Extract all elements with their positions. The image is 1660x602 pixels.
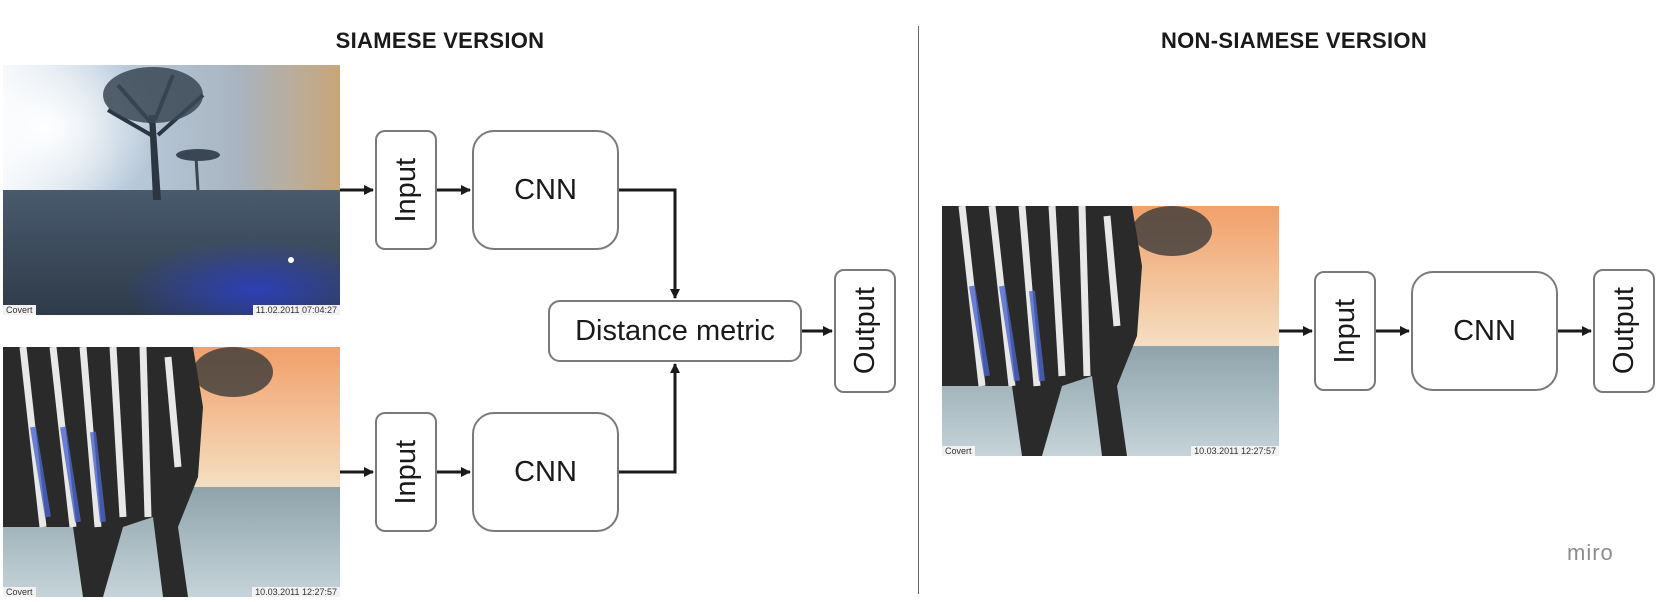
- distance-metric-box: Distance metric: [548, 300, 802, 362]
- siamese-top-cnn-box: CNN: [472, 130, 619, 250]
- siamese-bottom-input-box: Input: [375, 412, 437, 532]
- photo-caption-right: 10.03.2011 12:27:57: [252, 587, 340, 597]
- non-siamese-heading: NON-SIAMESE VERSION: [1160, 28, 1428, 53]
- camera-trap-photo-zebra: Covert 10.03.2011 12:27:57: [3, 347, 340, 597]
- camera-trap-photo-zebra-single: Covert 10.03.2011 12:27:57: [942, 206, 1279, 456]
- non-siamese-cnn-box: CNN: [1411, 271, 1558, 391]
- photo-caption-left: Covert: [942, 446, 975, 456]
- siamese-output-box: Output: [834, 269, 896, 393]
- section-divider: [918, 26, 919, 594]
- arrow-cnn-to-distance-bottom: [619, 363, 680, 474]
- photo-caption-right: 11.02.2011 07:04:27: [252, 305, 340, 315]
- miro-watermark: miro: [1567, 540, 1614, 565]
- cnn-label: CNN: [514, 455, 577, 488]
- non-siamese-input-box: Input: [1314, 271, 1376, 391]
- non-siamese-output-box: Output: [1593, 269, 1655, 393]
- photo-caption-left: Covert: [3, 587, 36, 597]
- cnn-label: CNN: [514, 173, 577, 206]
- distance-metric-label: Distance metric: [575, 314, 775, 347]
- photo-caption-left: Covert: [3, 305, 36, 315]
- camera-trap-photo-tree: Covert 11.02.2011 07:04:27: [3, 65, 340, 315]
- cnn-label: CNN: [1453, 314, 1516, 347]
- photo-caption-right: 10.03.2011 12:27:57: [1191, 446, 1279, 456]
- siamese-bottom-cnn-box: CNN: [472, 412, 619, 532]
- siamese-top-input-box: Input: [375, 130, 437, 250]
- siamese-heading: SIAMESE VERSION: [335, 28, 545, 53]
- arrow-cnn-to-distance-top: [619, 188, 680, 299]
